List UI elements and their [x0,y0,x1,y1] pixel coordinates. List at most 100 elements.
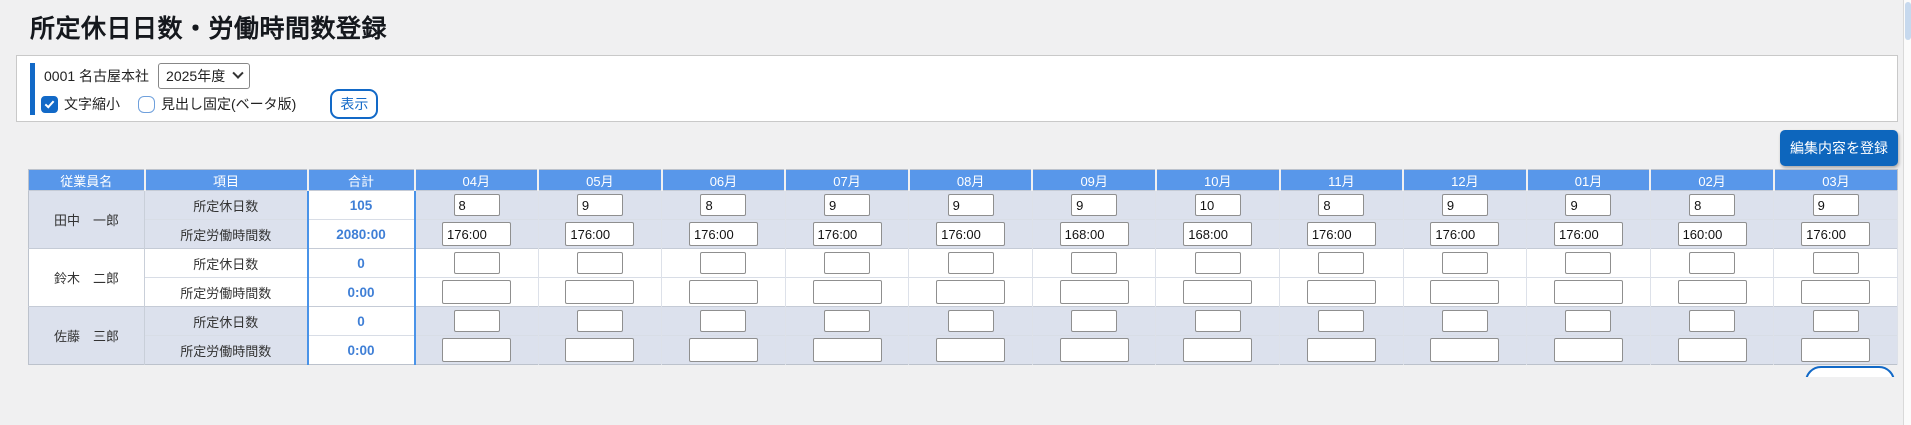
holiday-days-input[interactable] [1441,194,1488,216]
holiday-days-input[interactable] [1194,252,1241,274]
col-header-total: 合計 [307,169,416,191]
holiday-days-input[interactable] [1194,310,1241,332]
working-hours-input[interactable] [1183,280,1253,304]
holiday-days-input[interactable] [1194,194,1241,216]
shrink-text-checkbox[interactable] [41,95,58,113]
working-hours-input[interactable] [936,280,1006,304]
month-cell [414,190,539,220]
holiday-days-input[interactable] [1565,310,1612,332]
holiday-days-input[interactable] [700,252,747,274]
year-select[interactable]: 2025年度 [158,63,251,89]
holiday-days-input[interactable] [576,310,623,332]
row-label-holidays: 所定休日数 [144,248,308,278]
month-cell [1773,248,1898,278]
holiday-days-input[interactable] [1441,310,1488,332]
holiday-days-input[interactable] [1689,194,1736,216]
working-hours-input[interactable] [565,222,635,246]
holiday-days-input[interactable] [453,252,500,274]
holiday-days-input[interactable] [947,252,994,274]
working-hours-input[interactable] [1677,338,1747,362]
month-cell [1279,190,1404,220]
holiday-days-input[interactable] [1071,252,1118,274]
holiday-days-input[interactable] [1318,310,1365,332]
working-hours-input[interactable] [1677,222,1747,246]
working-hours-input[interactable] [1183,222,1253,246]
col-header-month: 01月 [1526,169,1652,191]
working-hours-input[interactable] [565,338,635,362]
holiday-days-input[interactable] [824,310,871,332]
working-hours-input[interactable] [1306,222,1376,246]
shrink-text-label: 文字縮小 [64,96,120,112]
working-hours-input[interactable] [1801,338,1871,362]
working-hours-input[interactable] [1430,338,1500,362]
holiday-days-input[interactable] [1812,252,1859,274]
holiday-days-input[interactable] [1689,252,1736,274]
working-hours-input[interactable] [1306,280,1376,304]
working-hours-input[interactable] [1553,338,1623,362]
holiday-days-input[interactable] [1071,194,1118,216]
working-hours-input[interactable] [565,280,635,304]
holiday-days-input[interactable] [1565,252,1612,274]
working-hours-input[interactable] [1430,280,1500,304]
holiday-days-input[interactable] [1689,310,1736,332]
holiday-days-input[interactable] [453,310,500,332]
working-hours-input[interactable] [442,222,512,246]
month-cell [908,335,1033,365]
month-cell [1650,335,1775,365]
working-hours-input[interactable] [1059,222,1129,246]
month-cell [1650,277,1775,307]
holiday-days-input[interactable] [1071,310,1118,332]
total-days: 0 [306,306,416,336]
holiday-days-input[interactable] [1812,194,1859,216]
holiday-days-input[interactable] [947,194,994,216]
working-hours-input[interactable] [936,222,1006,246]
show-button[interactable]: 表示 [330,89,379,119]
scrollbar-thumb[interactable] [1905,2,1911,40]
working-hours-input[interactable] [1553,280,1623,304]
holiday-days-input[interactable] [700,194,747,216]
working-hours-input[interactable] [812,280,882,304]
working-hours-input[interactable] [1059,280,1129,304]
month-cell [1403,277,1528,307]
total-hours: 2080:00 [306,219,416,249]
working-hours-input[interactable] [812,338,882,362]
holiday-days-input[interactable] [1812,310,1859,332]
holiday-days-input[interactable] [700,310,747,332]
working-hours-input[interactable] [442,280,512,304]
holiday-days-input[interactable] [576,194,623,216]
holiday-days-input[interactable] [453,194,500,216]
register-button[interactable]: 編集内容を登録 [1780,130,1898,166]
holiday-days-input[interactable] [576,252,623,274]
working-hours-input[interactable] [1801,222,1871,246]
holiday-days-input[interactable] [947,310,994,332]
month-cell [538,248,663,278]
working-hours-input[interactable] [936,338,1006,362]
filter-row-options: 文字縮小 見出し固定(ベータ版) 表示 [41,89,379,119]
holiday-days-input[interactable] [824,252,871,274]
month-cell [1155,219,1281,249]
working-hours-input[interactable] [1430,222,1500,246]
holiday-days-input[interactable] [1318,194,1365,216]
working-hours-input[interactable] [1553,222,1623,246]
holiday-days-input[interactable] [1318,252,1365,274]
filter-panel: 0001 名古屋本社 2025年度 文字縮小 見出し固定(ベータ版) 表示 [16,55,1898,122]
working-hours-input[interactable] [688,338,758,362]
working-hours-input[interactable] [1306,338,1376,362]
fix-header-checkbox[interactable] [138,95,155,113]
working-hours-input[interactable] [812,222,882,246]
working-hours-input[interactable] [1059,338,1129,362]
holiday-days-input[interactable] [824,194,871,216]
holiday-days-input[interactable] [1565,194,1612,216]
register-button-bottom[interactable] [1805,366,1895,377]
working-hours-input[interactable] [442,338,512,362]
working-hours-input[interactable] [688,280,758,304]
month-cell [661,248,786,278]
working-hours-input[interactable] [1677,280,1747,304]
vertical-scrollbar[interactable] [1903,0,1911,425]
working-hours-input[interactable] [1801,280,1871,304]
holiday-days-input[interactable] [1441,252,1488,274]
working-hours-input[interactable] [688,222,758,246]
working-hours-input[interactable] [1183,338,1253,362]
